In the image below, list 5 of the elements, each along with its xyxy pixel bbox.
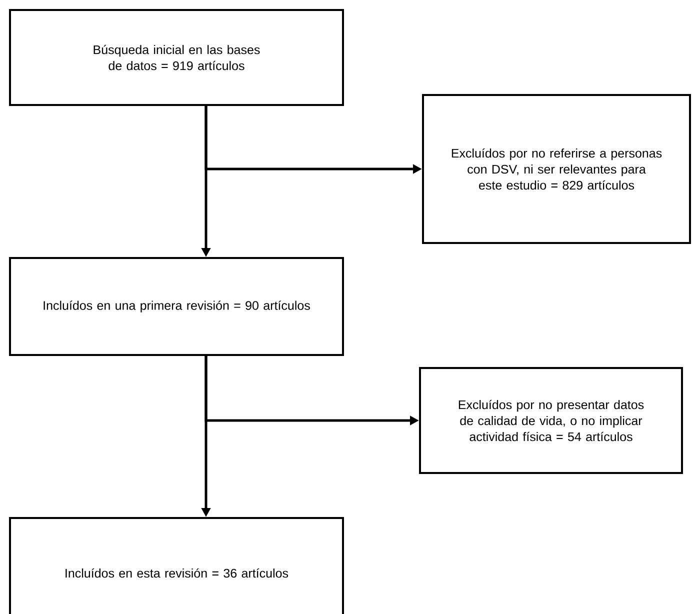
process-box: Búsqueda inicial en las bases de datos = 919 artículos — [9, 9, 344, 106]
process-box: Incluídos en esta revisión = 36 artículos — [9, 517, 344, 614]
process-box: Excluídos por no presentar datos de calidad de vida, o no implicar actividad física = 54 artículos — [419, 367, 683, 474]
process-box: Excluídos por no referirse a personas con DSV, ni ser relevantes para este estudio = 829 artículos — [422, 94, 691, 244]
process-box: Incluídos en una primera revisión = 90 artículos — [9, 257, 344, 356]
